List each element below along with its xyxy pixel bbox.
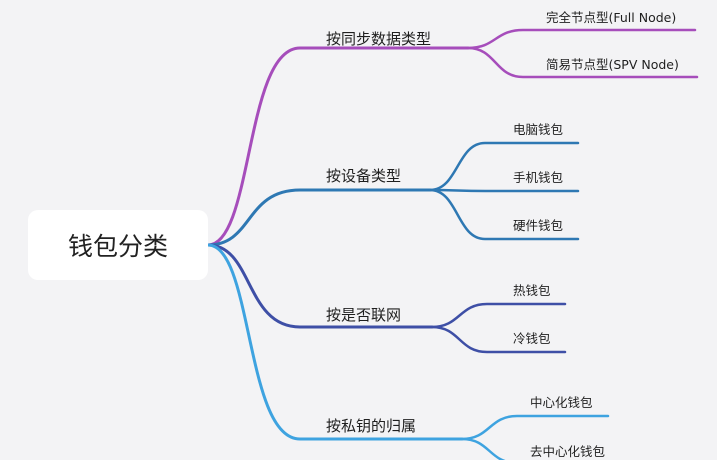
branch-2-leaf-0-connector — [430, 302, 567, 329]
branch-2-leaf-1-connector — [430, 325, 567, 354]
branch-2-connector — [206, 243, 434, 329]
leaf-pc-wallet-label[interactable]: 电脑钱包 — [513, 122, 564, 137]
branch-1-leaf-0-connector — [428, 141, 580, 192]
leaf-decentralized-wallet-label[interactable]: 去中心化钱包 — [530, 444, 606, 459]
branch-1-leaf-1-connector — [428, 188, 580, 193]
branch-3-connector — [206, 243, 464, 441]
branch-0-leaf-0-connector — [466, 28, 697, 50]
leaf-cold-wallet-label[interactable]: 冷钱包 — [513, 331, 551, 346]
leaf-centralized-wallet-label[interactable]: 中心化钱包 — [530, 395, 593, 410]
root-node-label: 钱包分类 — [67, 232, 168, 261]
branch-device-type-label[interactable]: 按设备类型 — [326, 167, 402, 185]
branch-3-leaf-1-connector — [460, 437, 507, 460]
branch-3-leaf-0-connector — [460, 414, 610, 441]
leaf-hot-wallet-label[interactable]: 热钱包 — [513, 283, 551, 298]
branch-1-connector — [206, 188, 432, 247]
leaf-mobile-wallet-label[interactable]: 手机钱包 — [513, 170, 564, 185]
branch-online-label[interactable]: 按是否联网 — [326, 306, 402, 324]
leaf-hardware-wallet-label[interactable]: 硬件钱包 — [513, 218, 564, 233]
branch-1-leaf-2-connector — [428, 188, 580, 241]
branch-private-key-label[interactable]: 按私钥的归属 — [326, 417, 417, 435]
root-node[interactable]: 钱包分类 — [28, 210, 208, 280]
branch-0-connector — [206, 46, 470, 247]
leaf-full-node-label[interactable]: 完全节点型(Full Node) — [546, 10, 677, 25]
branch-0-leaf-1-connector — [466, 46, 699, 79]
branch-sync-data-type-label[interactable]: 按同步数据类型 — [326, 30, 432, 48]
leaf-spv-node-label[interactable]: 简易节点型(SPV Node) — [546, 57, 679, 72]
